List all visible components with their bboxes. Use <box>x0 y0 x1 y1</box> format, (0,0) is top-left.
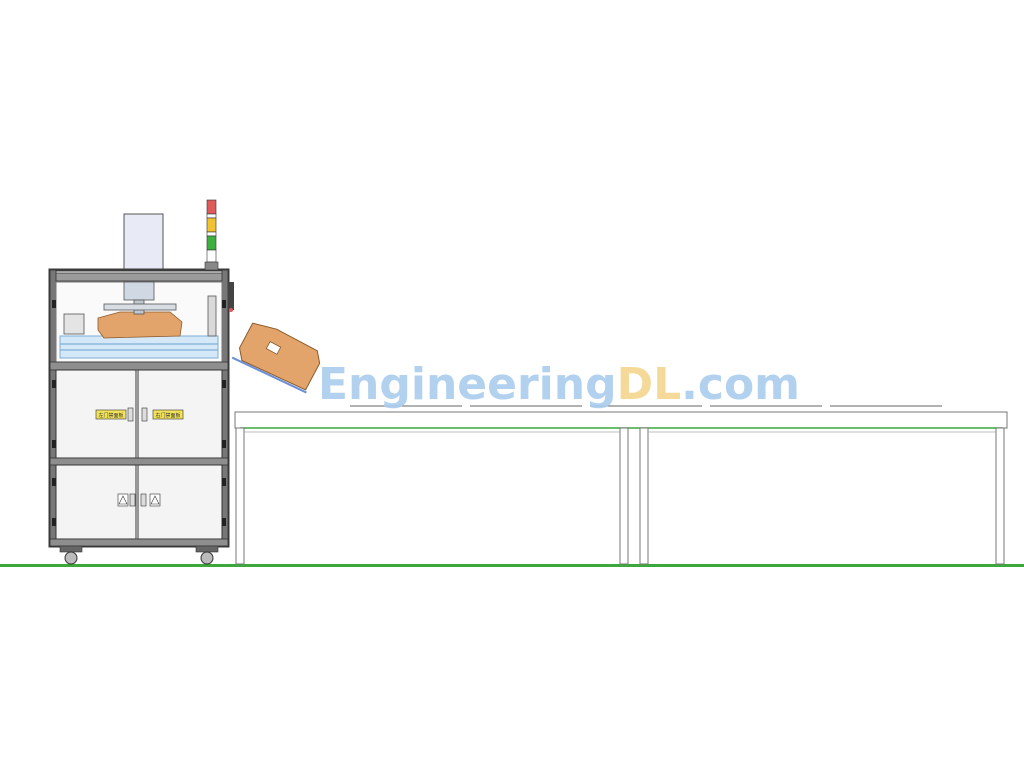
caster-right <box>195 545 219 565</box>
warning-icon-left <box>117 493 129 507</box>
top-housing <box>123 213 164 272</box>
table-top <box>234 411 1008 429</box>
signal-tower <box>204 199 219 271</box>
machine-cabinet: 左门禁面板 右门禁面板 <box>48 213 234 565</box>
glass-conveyor <box>59 335 219 359</box>
door-handle-upper-right <box>141 407 148 422</box>
door-label-right-text: 右门禁面板 <box>155 412 180 419</box>
ejected-cardboard <box>231 322 321 394</box>
cardboard-in-machine <box>97 311 183 339</box>
door-handle-upper-left <box>127 407 134 422</box>
caster-left <box>59 545 83 565</box>
watermark: EngineeringDL.com <box>318 359 800 410</box>
door-label-left <box>95 409 127 420</box>
door-label-left-text: 左门禁面板 <box>98 412 123 419</box>
warning-icon-right <box>149 493 161 507</box>
work-table <box>234 405 1008 565</box>
door-label-right <box>152 409 184 420</box>
